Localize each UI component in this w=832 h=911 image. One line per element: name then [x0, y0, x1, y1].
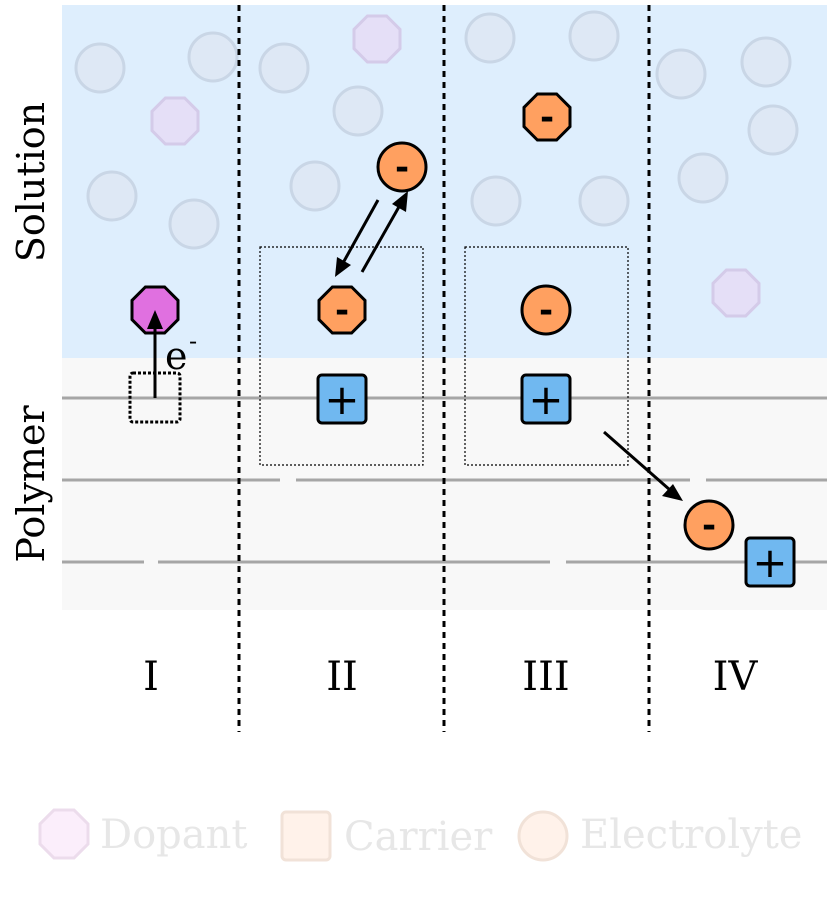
legend-carrier-label: Carrier	[344, 814, 493, 860]
migration-arrow	[603, 430, 683, 501]
stage-label-4: IV	[713, 654, 759, 700]
anion-sign: -	[702, 506, 716, 546]
faded-dopant	[711, 268, 761, 318]
faded-electrolyte	[747, 104, 799, 156]
legend-electrolyte-label: Electrolyte	[580, 812, 802, 858]
exchange-arrow-out	[360, 191, 408, 273]
anion-sign: -	[540, 98, 554, 138]
faded-dopant	[352, 14, 402, 64]
legend-dopant-icon	[38, 808, 90, 860]
anion-octagon	[522, 92, 572, 142]
legend: Dopant Carrier Electrolyte	[38, 808, 802, 862]
cation-sign: +	[752, 538, 787, 587]
cation-square	[316, 373, 368, 425]
solution-label: Solution	[9, 102, 53, 262]
faded-electrolyte	[740, 36, 792, 88]
polymer-chains	[62, 396, 827, 564]
exchange-arrow-in	[335, 199, 380, 277]
anion-circle	[520, 284, 572, 336]
cation-square	[744, 536, 796, 588]
faded-electrolyte	[578, 175, 630, 227]
stage-dividers	[237, 5, 651, 732]
electron-arrow	[147, 310, 163, 398]
faded-electrolyte	[568, 10, 620, 62]
anion-octagon	[317, 285, 367, 335]
stage-label-1: I	[143, 654, 159, 700]
polymer-label: Polymer	[9, 405, 53, 563]
faded-dopant-group	[150, 14, 761, 318]
anion-sign: -	[395, 148, 409, 188]
ion-pair-box	[464, 246, 629, 466]
faded-electrolyte	[464, 12, 516, 64]
anion-sign: -	[335, 291, 349, 331]
faded-electrolyte	[258, 42, 310, 94]
faded-electrolyte-group	[74, 10, 799, 250]
faded-electrolyte	[168, 198, 220, 250]
stage-label-3: III	[522, 654, 569, 700]
stage-label-2: II	[326, 654, 358, 700]
electron-label: e	[165, 334, 188, 378]
legend-dopant-label: Dopant	[100, 812, 247, 858]
faded-dopant	[150, 96, 200, 146]
cation-sign: +	[528, 375, 563, 424]
anion-circle	[376, 141, 428, 193]
anion-sign: -	[539, 291, 553, 331]
legend-carrier-icon	[280, 810, 332, 862]
electron-charge: -	[189, 327, 197, 355]
anion-circle	[683, 499, 735, 551]
faded-electrolyte	[655, 48, 707, 100]
faded-electrolyte	[289, 160, 341, 212]
cation-sign: +	[324, 375, 359, 424]
cation-square	[520, 373, 572, 425]
faded-electrolyte	[677, 152, 729, 204]
faded-electrolyte	[86, 170, 138, 222]
faded-electrolyte	[187, 31, 239, 83]
faded-electrolyte	[332, 85, 384, 137]
faded-electrolyte	[74, 42, 126, 94]
ion-pair-box	[259, 246, 424, 466]
faded-electrolyte	[470, 175, 522, 227]
legend-electrolyte-icon	[517, 810, 569, 862]
